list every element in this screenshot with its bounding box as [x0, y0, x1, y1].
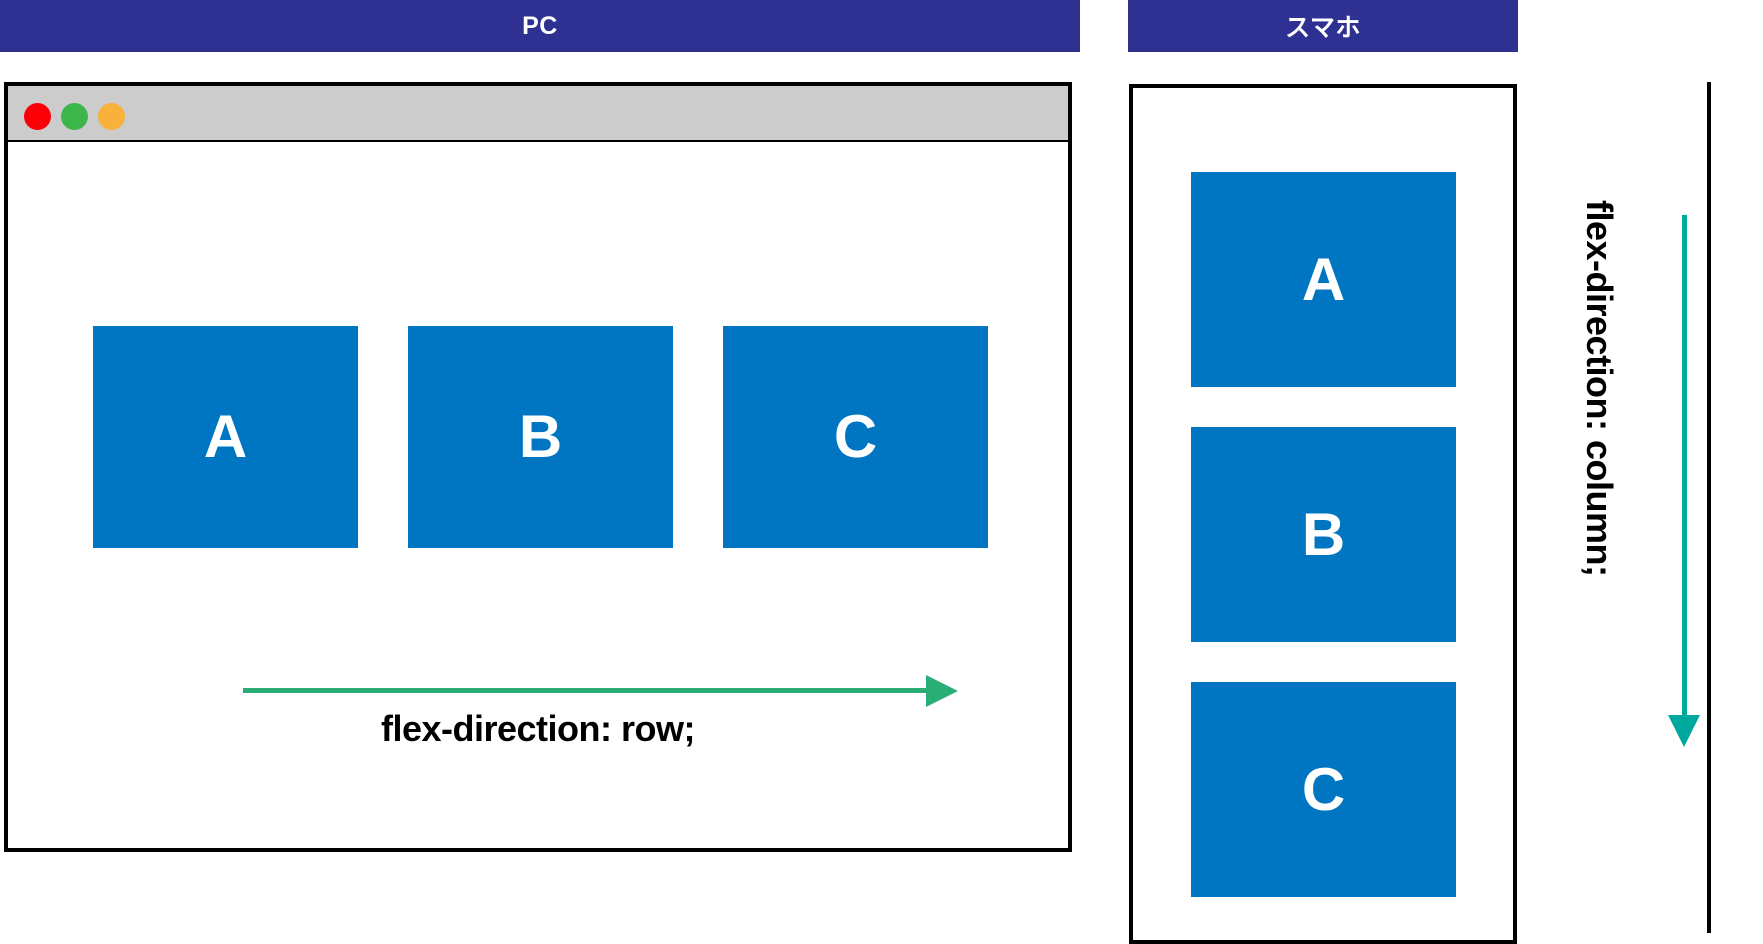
phone-frame: A B C: [1129, 84, 1517, 944]
browser-titlebar: [8, 86, 1068, 142]
phone-flex-item-b-label: B: [1301, 500, 1346, 568]
phone-flex-direction-caption: flex-direction: column;: [1579, 200, 1620, 577]
close-icon[interactable]: [24, 103, 51, 130]
header-smartphone: スマホ: [1128, 0, 1518, 52]
arrow-right-shaft: [243, 688, 933, 693]
phone-caption-divider: [1707, 82, 1711, 933]
phone-flex-column-container: A B C: [1191, 172, 1456, 937]
header-pc-label: PC: [522, 11, 558, 40]
pc-flex-direction-caption: flex-direction: row;: [380, 708, 696, 749]
phone-flex-item-c-label: C: [1301, 755, 1346, 823]
header-smartphone-label: スマホ: [1285, 14, 1361, 42]
pc-flex-item-a-label: A: [203, 403, 248, 470]
pc-flex-item-b-label: B: [518, 403, 563, 470]
arrow-down-head: [1668, 715, 1700, 747]
phone-flex-item-a: A: [1191, 172, 1456, 387]
phone-flex-item-c: C: [1191, 682, 1456, 897]
header-pc: PC: [0, 0, 1080, 52]
arrow-down-icon: [1665, 215, 1705, 765]
pc-flex-item-b: B: [408, 326, 673, 548]
browser-window: A B C flex-direction: row;: [4, 82, 1072, 852]
pc-flex-row-container: A B C: [93, 326, 988, 548]
arrow-down-shaft: [1682, 215, 1687, 727]
pc-flex-item-c: C: [723, 326, 988, 548]
arrow-right-icon: [238, 671, 958, 711]
pc-flex-item-c-label: C: [833, 403, 878, 470]
phone-flex-item-a-label: A: [1301, 245, 1346, 313]
minimize-icon[interactable]: [61, 103, 88, 130]
pc-flex-item-a: A: [93, 326, 358, 548]
arrow-right-head: [926, 675, 958, 707]
maximize-icon[interactable]: [98, 103, 125, 130]
phone-flex-item-b: B: [1191, 427, 1456, 642]
